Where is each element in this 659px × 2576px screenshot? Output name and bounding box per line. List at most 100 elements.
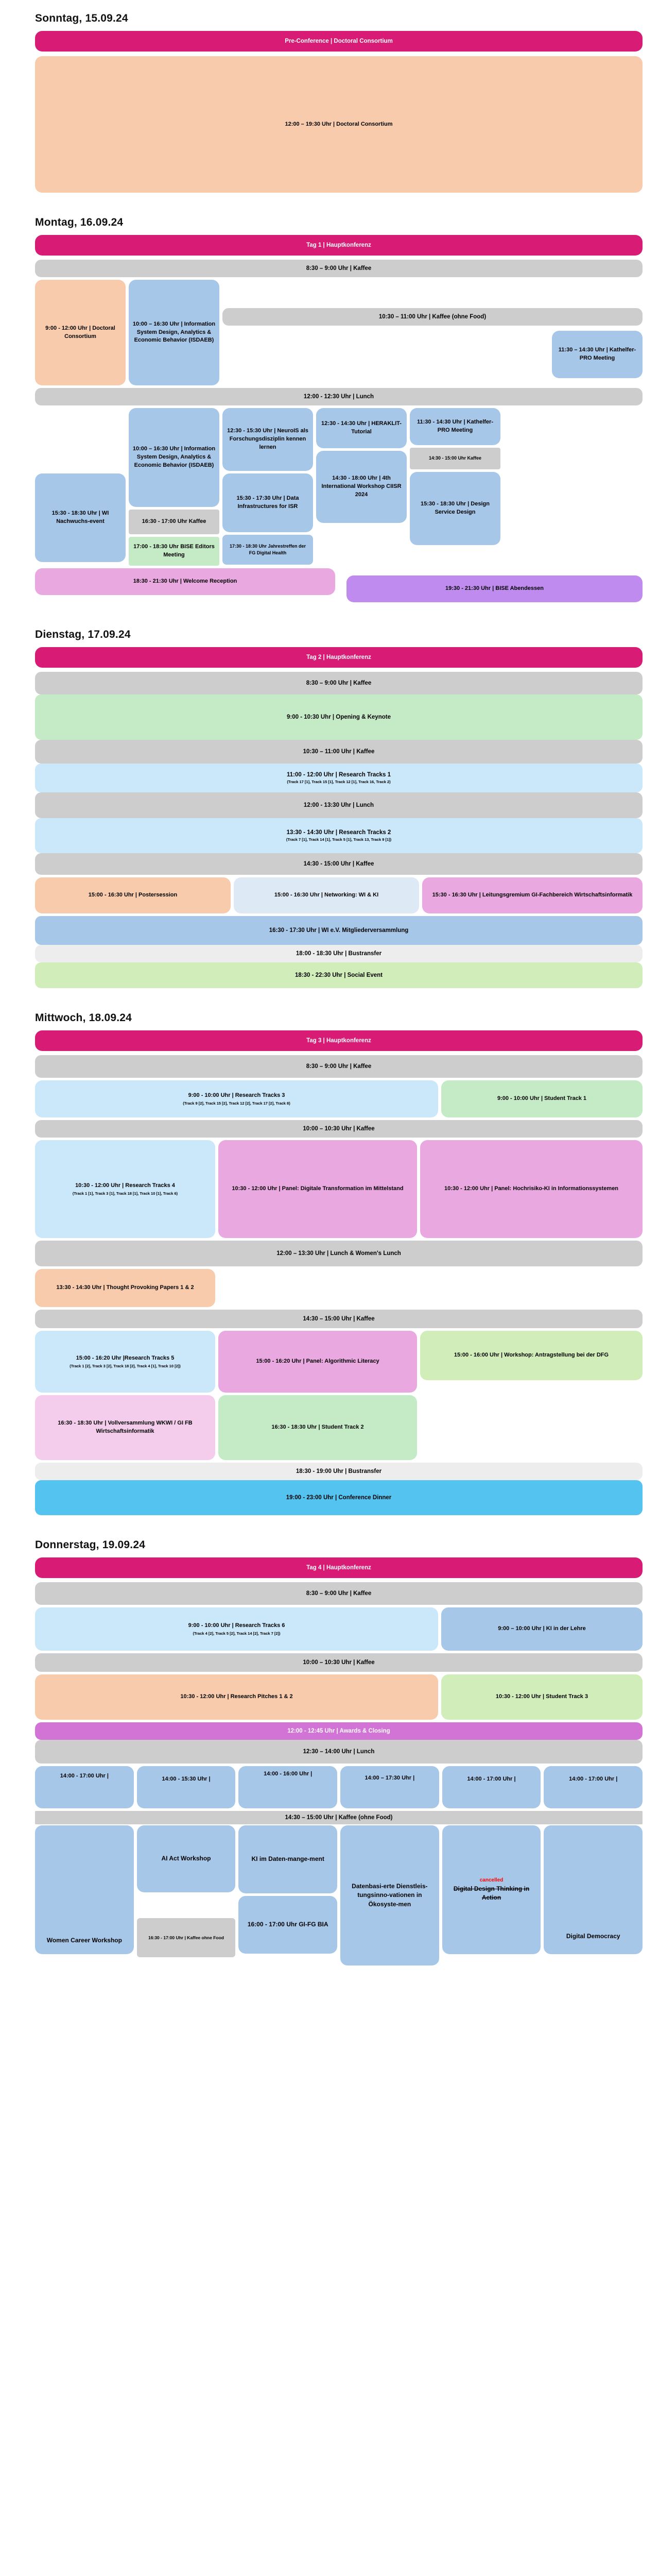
event-research-tracks-4[interactable]: 10:30 - 12:00 Uhr | Research Tracks 4 (T… — [35, 1140, 215, 1238]
break-coffee-monday-4: 14:30 - 15:00 Uhr Kaffee — [410, 448, 500, 469]
break-lunch-tuesday: 12:00 - 13:30 Uhr | Lunch — [35, 792, 643, 818]
break-coffee-tuesday-3: 14:30 - 15:00 Uhr | Kaffee — [35, 853, 643, 875]
day-section-sunday: Sonntag, 15.09.24 Pre-Conference | Docto… — [0, 12, 659, 193]
break-coffee-thursday-1: 8:30 – 9:00 Uhr | Kaffee — [35, 1582, 643, 1605]
thursday-workshop-titles-row: Women Career Workshop AI Act Workshop 16… — [35, 1825, 643, 1965]
event-awards-closing[interactable]: 12:00 - 12:45 Uhr | Awards & Closing — [35, 1722, 643, 1740]
event-neurois-workshop[interactable]: 12:30 - 15:30 Uhr | NeuroIS als Forschun… — [222, 408, 313, 471]
event-research-tracks-5[interactable]: 15:00 - 16:20 Uhr |Research Tracks 5 (Tr… — [35, 1331, 215, 1393]
event-ki-in-der-lehre[interactable]: 9:00 – 10:00 Uhr | KI in der Lehre — [441, 1607, 643, 1651]
workshop-digital-democracy[interactable]: Digital Democracy — [544, 1825, 643, 1954]
cancelled-badge: cancelled — [479, 1877, 504, 1884]
event-social-event[interactable]: 18:30 - 22:30 Uhr | Social Event — [35, 962, 643, 988]
event-student-track-1[interactable]: 9:00 - 10:00 Uhr | Student Track 1 — [441, 1080, 643, 1117]
event-welcome-reception[interactable]: 18:30 - 21:30 Uhr | Welcome Reception — [35, 568, 335, 595]
event-networking-wi-ki[interactable]: 15:00 - 16:30 Uhr | Networking: WI & KI — [234, 877, 419, 913]
event-research-tracks-2[interactable]: 13:30 - 14:30 Uhr | Research Tracks 2 (T… — [35, 818, 643, 853]
research-tracks-1-label: 11:00 - 12:00 Uhr | Research Tracks 1 — [286, 772, 391, 778]
transfer-bus-wednesday: 18:30 - 19:00 Uhr | Bustransfer — [35, 1463, 643, 1480]
event-research-tracks-3[interactable]: 9:00 - 10:00 Uhr | Research Tracks 3 (Tr… — [35, 1080, 438, 1117]
workshop-women-career[interactable]: Women Career Workshop — [35, 1825, 134, 1954]
break-coffee-monday-1: 8:30 – 9:00 Uhr | Kaffee — [35, 260, 643, 277]
day-banner-wednesday: Tag 3 | Hauptkonferenz — [35, 1030, 643, 1051]
research-tracks-5-detail: (Track 1 [2], Track 3 [2], Track 18 [2],… — [70, 1363, 181, 1368]
event-postersession[interactable]: 15:00 - 16:30 Uhr | Postersession — [35, 877, 231, 913]
workshop-time-6[interactable]: 14:00 - 17:00 Uhr | — [544, 1766, 643, 1808]
event-bise-editors-meeting[interactable]: 17:00 - 18:30 Uhr BISE Editors Meeting — [129, 537, 219, 566]
workshop-time-5[interactable]: 14:00 - 17:00 Uhr | — [442, 1766, 541, 1808]
research-tracks-1-detail: (Track 17 [1], Track 15 [1], Track 12 [1… — [287, 779, 391, 784]
event-conference-dinner[interactable]: 19:00 - 23:00 Uhr | Conference Dinner — [35, 1480, 643, 1515]
break-coffee-wednesday-3: 14:30 – 15:00 Uhr | Kaffee — [35, 1310, 643, 1328]
workshop-time-1[interactable]: 14:00 - 17:00 Uhr | — [35, 1766, 134, 1808]
event-student-track-3[interactable]: 10:30 - 12:00 Uhr | Student Track 3 — [441, 1674, 643, 1720]
event-isdaeb-morning[interactable]: 10:00 – 16:30 Uhr | Information System D… — [129, 280, 219, 385]
event-jahrestreffen-fg-digital-health[interactable]: 17:30 - 18:30 Uhr Jahrestreffen der FG D… — [222, 535, 313, 565]
research-tracks-3-label: 9:00 - 10:00 Uhr | Research Tracks 3 — [188, 1092, 285, 1098]
day-section-thursday: Donnerstag, 19.09.24 Tag 4 | Hauptkonfer… — [0, 1539, 659, 1965]
workshop-time-3[interactable]: 14:00 - 16:00 Uhr | — [238, 1766, 338, 1808]
event-wi-nachwuchsevent[interactable]: 15:30 - 18:30 Uhr | WI Nachwuchs-event — [35, 473, 126, 562]
event-bise-abendessen[interactable]: 19:30 - 21:30 Uhr | BISE Abendessen — [346, 575, 643, 602]
break-lunch-wednesday: 12:00 – 13:30 Uhr | Lunch & Women's Lunc… — [35, 1241, 643, 1266]
event-isdaeb-afternoon[interactable]: 10:00 – 16:30 Uhr | Information System D… — [129, 408, 219, 507]
day-title-thursday: Donnerstag, 19.09.24 — [35, 1539, 146, 1551]
break-coffee-wednesday-1: 8:30 – 9:00 Uhr | Kaffee — [35, 1055, 643, 1078]
break-lunch-monday: 12:00 - 12:30 Uhr | Lunch — [35, 388, 643, 405]
event-kathelfer-pro-1[interactable]: 11:30 – 14:30 Uhr | Kathelfer-PRO Meetin… — [552, 331, 643, 378]
research-tracks-5-label: 15:00 - 16:20 Uhr |Research Tracks 5 — [76, 1354, 175, 1361]
break-coffee-thursday-3: 14:30 – 15:00 Uhr | Kaffee (ohne Food) — [35, 1811, 643, 1824]
break-coffee-thursday-2: 10:00 – 10:30 Uhr | Kaffee — [35, 1653, 643, 1672]
day-title-sunday: Sonntag, 15.09.24 — [35, 12, 128, 24]
event-panel-digitale-transformation[interactable]: 10:30 - 12:00 Uhr | Panel: Digitale Tran… — [218, 1140, 417, 1238]
event-kathelfer-pro-2[interactable]: 11:30 - 14:30 Uhr | Kathelfer-PRO Meetin… — [410, 408, 500, 445]
event-leitungsgremium-gi[interactable]: 15:30 - 16:30 Uhr | Leitungsgremium GI-F… — [422, 877, 643, 913]
event-research-tracks-1[interactable]: 11:00 - 12:00 Uhr | Research Tracks 1 (T… — [35, 764, 643, 792]
break-coffee-tuesday-2: 10:30 – 11:00 Uhr | Kaffee — [35, 740, 643, 764]
workshop-ai-act[interactable]: AI Act Workshop — [136, 1825, 236, 1892]
event-research-pitches[interactable]: 10:30 - 12:00 Uhr | Research Pitches 1 &… — [35, 1674, 438, 1720]
day-section-tuesday: Dienstag, 17.09.24 Tag 2 | Hauptkonferen… — [0, 629, 659, 988]
transfer-bus-tuesday: 18:00 - 18:30 Uhr | Bustransfer — [35, 945, 643, 962]
thursday-workshop-times-row: 14:00 - 17:00 Uhr | 14:00 - 15:30 Uhr | … — [35, 1766, 643, 1808]
event-opening-keynote[interactable]: 9:00 - 10:30 Uhr | Opening & Keynote — [35, 694, 643, 740]
day-banner-tuesday: Tag 2 | Hauptkonferenz — [35, 647, 643, 668]
workshop-time-4[interactable]: 14:00 – 17:30 Uhr | — [340, 1766, 439, 1808]
workshop-digital-design-thinking-label: Digital Design Thinking in Action — [453, 1885, 530, 1902]
event-research-tracks-6[interactable]: 9:00 - 10:00 Uhr | Research Tracks 6 (Tr… — [35, 1607, 438, 1651]
event-doctoral-consortium-sunday[interactable]: 12:00 – 19:30 Uhr | Doctoral Consortium — [35, 56, 643, 193]
break-lunch-thursday: 12:30 – 14:00 Uhr | Lunch — [35, 1740, 643, 1764]
day-section-wednesday: Mittwoch, 18.09.24 Tag 3 | Hauptkonferen… — [0, 1012, 659, 1515]
day-title-monday: Montag, 16.09.24 — [35, 216, 124, 228]
research-tracks-3-detail: (Track 9 [2], Track 15 [2], Track 12 [2]… — [183, 1100, 290, 1106]
research-tracks-6-label: 9:00 - 10:00 Uhr | Research Tracks 6 — [188, 1622, 285, 1629]
workshop-gi-fg-bia[interactable]: 16:00 - 17:00 Uhr GI-FG BIA — [238, 1896, 338, 1954]
research-tracks-2-detail: (Track 7 [1], Track 14 [1], Track 5 [1],… — [286, 837, 392, 842]
event-vollversammlung-wkwi[interactable]: 16:30 - 18:30 Uhr | Vollversammlung WKWI… — [35, 1395, 215, 1460]
research-tracks-4-detail: (Track 1 [1], Track 3 [1], Track 18 [1],… — [72, 1191, 178, 1196]
event-panel-algorithmic-literacy[interactable]: 15:00 - 16:20 Uhr | Panel: Algorithmic L… — [218, 1331, 417, 1393]
workshop-datenbasierte-dienstleistungen[interactable]: Datenbasi-erte Dienstleis-tungsinno-vati… — [340, 1825, 439, 1965]
break-coffee-monday-3: 16:30 - 17:00 Uhr Kaffee — [129, 510, 219, 534]
day-banner-monday: Tag 1 | Hauptkonferenz — [35, 235, 643, 256]
event-heraklit-tutorial[interactable]: 12:30 - 14:30 Uhr | HERAKLIT-Tutorial — [316, 408, 407, 448]
workshop-digital-design-thinking[interactable]: cancelled Digital Design Thinking in Act… — [442, 1825, 541, 1954]
event-workshop-dfg[interactable]: 15:00 - 16:00 Uhr | Workshop: Antragstel… — [420, 1331, 643, 1380]
event-thought-provoking-papers[interactable]: 13:30 - 14:30 Uhr | Thought Provoking Pa… — [35, 1269, 215, 1307]
conference-schedule-page: Sonntag, 15.09.24 Pre-Conference | Docto… — [0, 12, 659, 1965]
day-banner-sunday: Pre-Conference | Doctoral Consortium — [35, 31, 643, 52]
event-design-service-design[interactable]: 15:30 - 18:30 Uhr | Design Service Desig… — [410, 472, 500, 545]
workshop-time-2[interactable]: 14:00 - 15:30 Uhr | — [136, 1766, 236, 1808]
break-coffee-monday-2: 10:30 – 11:00 Uhr | Kaffee (ohne Food) — [222, 308, 643, 326]
event-ciisr-workshop[interactable]: 14:30 - 18:00 Uhr | 4th International Wo… — [316, 451, 407, 523]
break-coffee-tuesday-1: 8:30 – 9:00 Uhr | Kaffee — [35, 672, 643, 694]
day-banner-thursday: Tag 4 | Hauptkonferenz — [35, 1557, 643, 1578]
research-tracks-6-detail: (Track 4 [2], Track 5 [2], Track 14 [2],… — [193, 1631, 281, 1636]
event-data-infrastructures-isr[interactable]: 15:30 - 17:30 Uhr | Data Infrastructures… — [222, 473, 313, 532]
event-student-track-2[interactable]: 16:30 - 18:30 Uhr | Student Track 2 — [218, 1395, 417, 1460]
event-wi-mitgliederversammlung[interactable]: 16:30 - 17:30 Uhr | WI e.V. Mitgliederve… — [35, 916, 643, 945]
event-doctoral-consortium-monday[interactable]: 9:00 - 12:00 Uhr | Doctoral Consortium — [35, 280, 126, 385]
event-panel-hochrisiko-ki[interactable]: 10:30 - 12:00 Uhr | Panel: Hochrisiko-KI… — [420, 1140, 643, 1238]
day-title-tuesday: Dienstag, 17.09.24 — [35, 629, 131, 640]
workshop-ki-datenmanagement[interactable]: KI im Daten-mange-ment — [238, 1825, 338, 1893]
